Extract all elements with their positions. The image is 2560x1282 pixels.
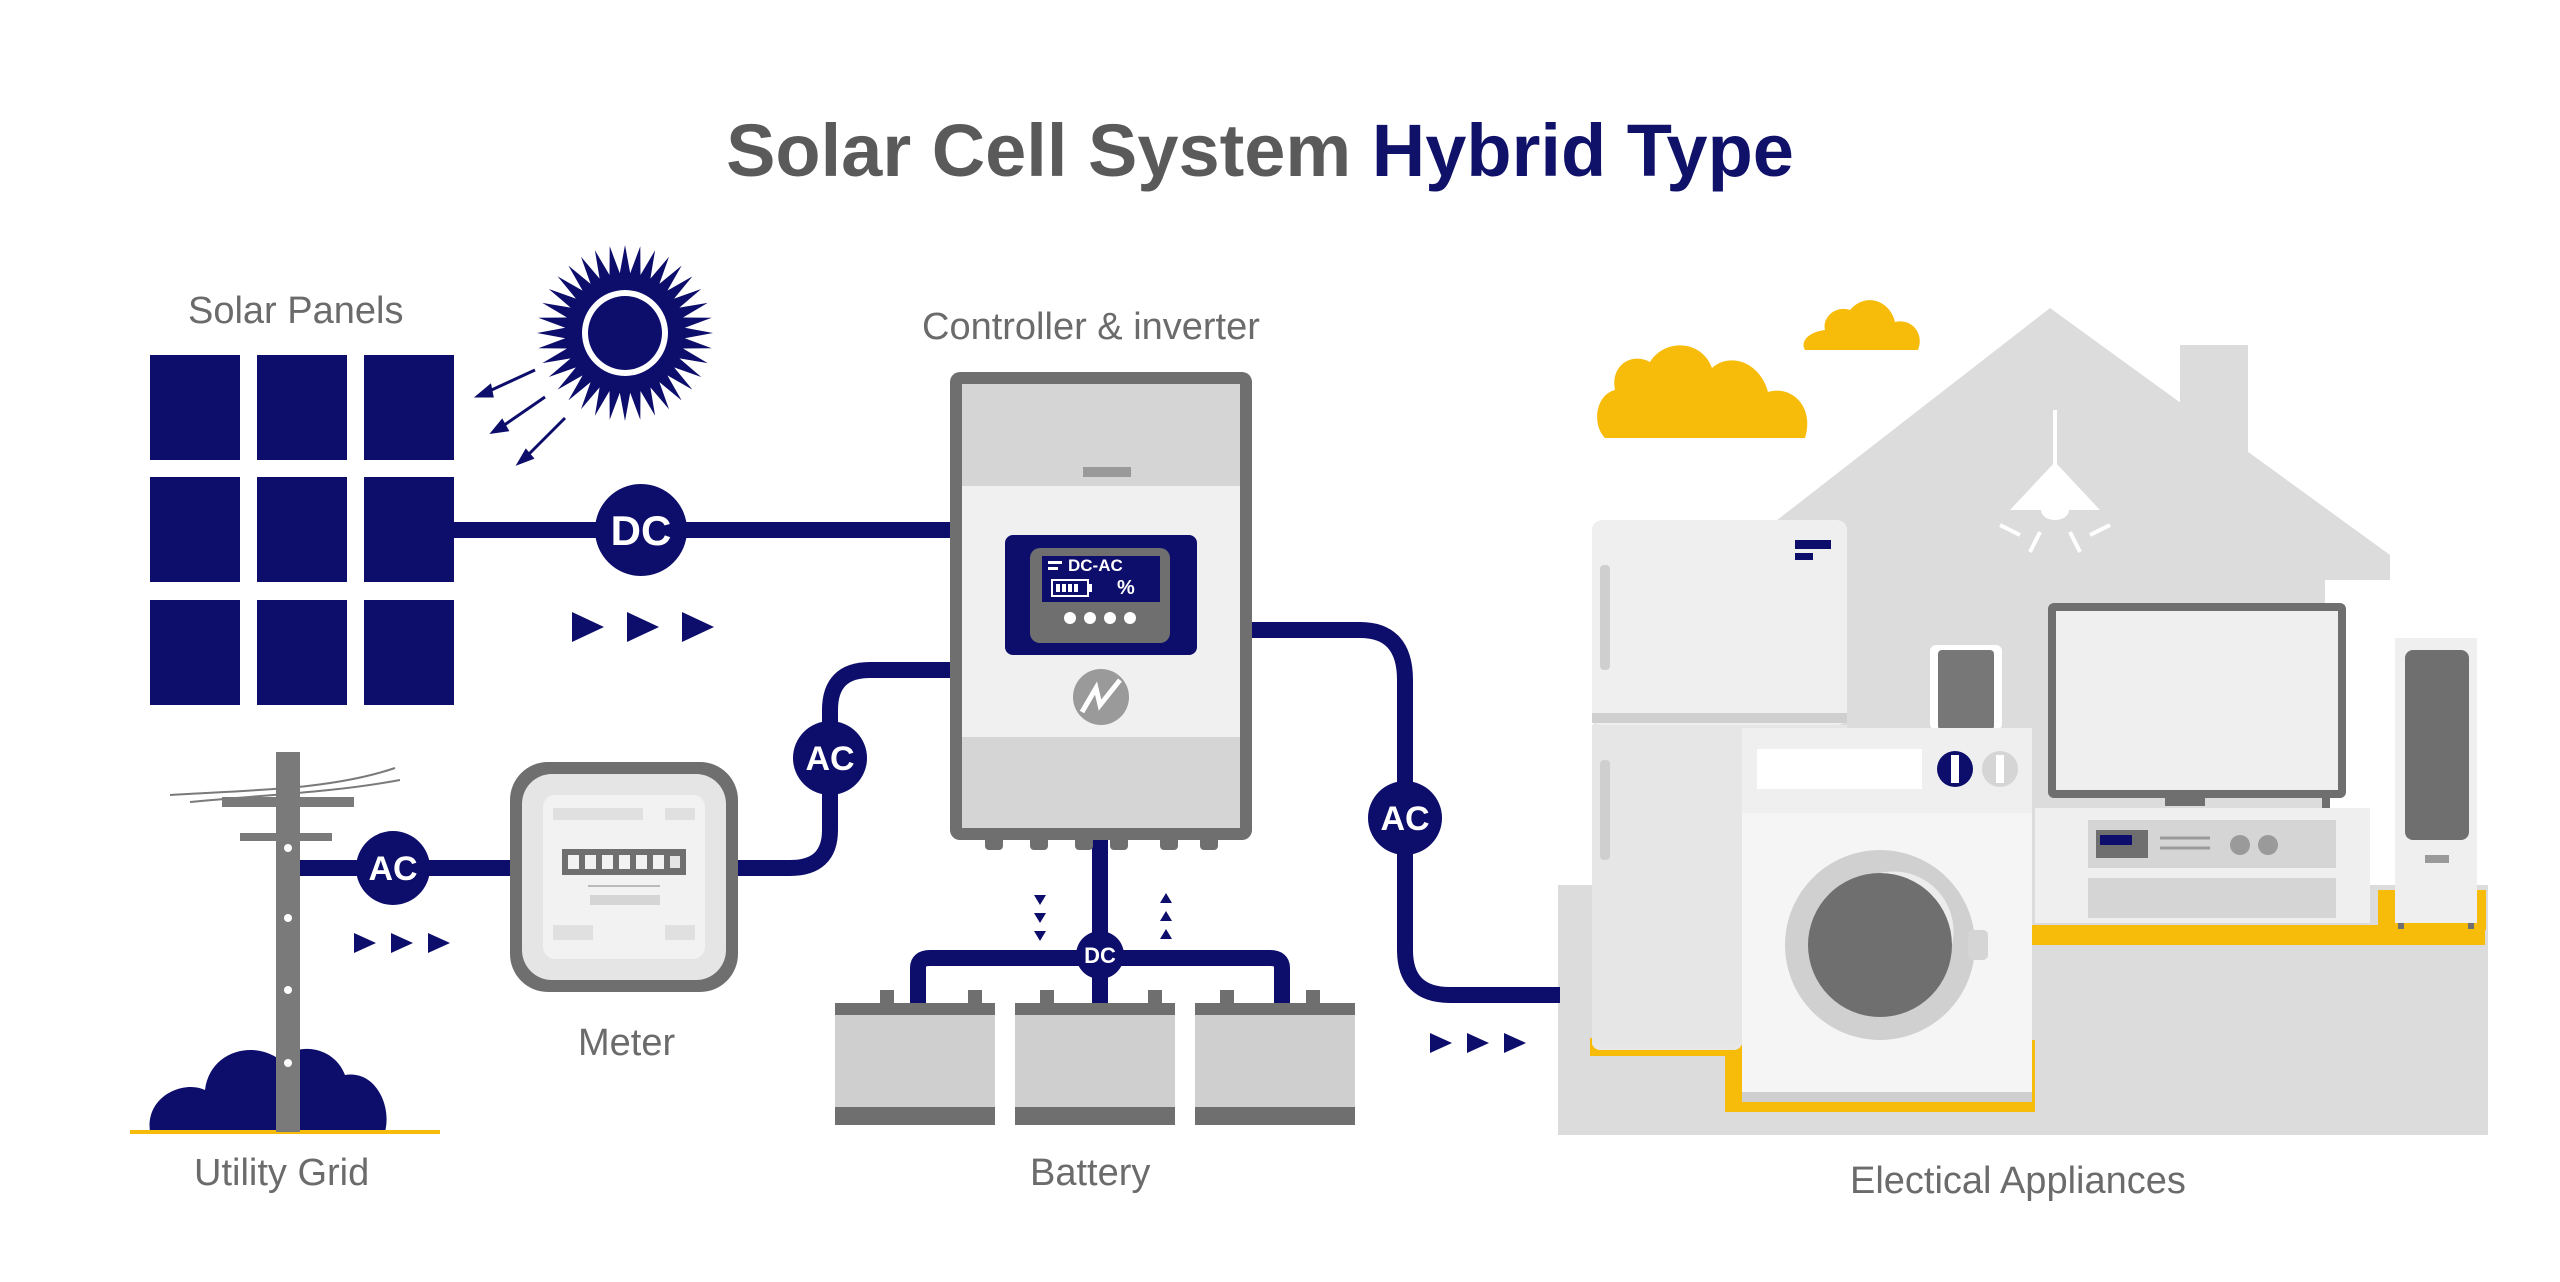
batteries — [835, 990, 1355, 1125]
utility-pole-icon — [130, 752, 440, 1134]
title-part-2: Hybrid Type — [1371, 109, 1794, 192]
label-controller: Controller & inverter — [922, 306, 1260, 348]
battery-icon — [1195, 990, 1355, 1125]
badge-ac-meter-text: AC — [805, 740, 854, 778]
badge-ac-grid: AC — [356, 831, 430, 905]
cables — [280, 522, 1560, 1005]
cloud-icon — [1803, 300, 1920, 350]
ceiling-lamp-icon — [1999, 410, 2111, 553]
label-utility-grid: Utility Grid — [194, 1152, 370, 1194]
inverter-percent-text: % — [1117, 577, 1135, 599]
page-title: Solar Cell System Hybrid Type — [0, 108, 2520, 193]
sun-icon — [537, 245, 713, 421]
label-appliances: Electical Appliances — [1850, 1160, 2186, 1202]
speaker-icon — [2395, 638, 2477, 929]
badge-ac-house-text: AC — [1380, 800, 1429, 838]
television-icon — [2035, 603, 2370, 923]
label-meter: Meter — [578, 1022, 676, 1064]
meter-icon — [510, 762, 738, 992]
badge-dc-battery: DC — [1076, 931, 1124, 979]
inverter-icon — [950, 372, 1252, 850]
washing-machine-icon — [1742, 645, 2032, 1102]
battery-icon — [1015, 990, 1175, 1125]
flow-arrows — [354, 612, 1526, 1053]
badge-dc-battery-text: DC — [1084, 943, 1116, 968]
charge-arrows — [1034, 893, 1172, 941]
title-part-1: Solar Cell System — [726, 109, 1372, 192]
label-battery: Battery — [1030, 1152, 1151, 1194]
solar-panels — [150, 355, 454, 705]
inverter-mode-text: DC-AC — [1068, 556, 1123, 575]
badge-ac-house: AC — [1368, 781, 1442, 855]
badge-ac-meter: AC — [793, 721, 867, 795]
badge-dc-main-text: DC — [611, 507, 672, 554]
cloud-icon — [1597, 345, 1808, 438]
label-solar-panels: Solar Panels — [188, 290, 404, 332]
battery-icon — [835, 990, 995, 1125]
badge-ac-grid-text: AC — [368, 850, 417, 888]
badge-dc-main: DC — [595, 484, 687, 576]
sunlight-arrows — [473, 368, 567, 466]
